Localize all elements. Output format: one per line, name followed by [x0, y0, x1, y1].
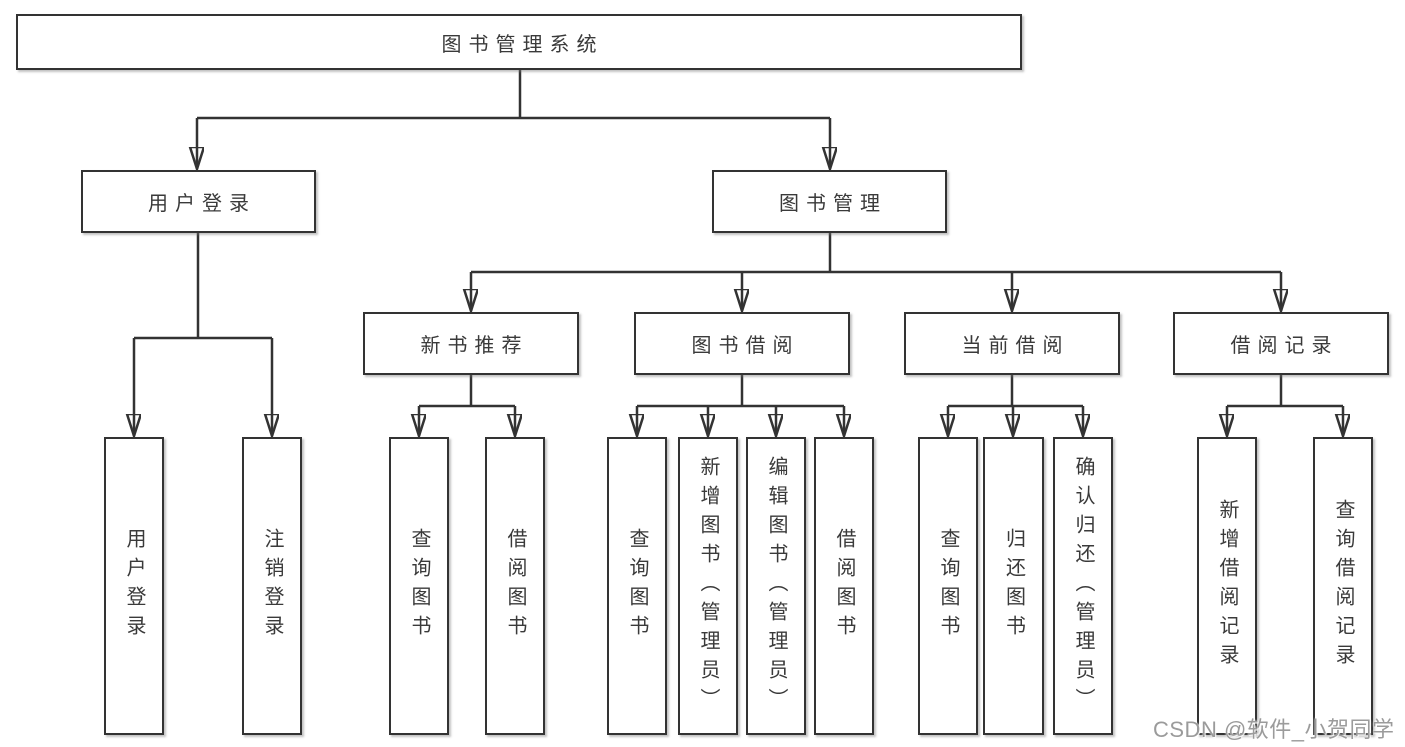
node-user-login: 用户登录: [81, 170, 316, 233]
leaf-query-books-current: 查询图书: [918, 437, 978, 735]
leaf-add-book-admin: 新增图书（管理员）: [678, 437, 738, 735]
leaf-user-login: 用户登录: [104, 437, 164, 735]
node-label: 查询借阅记录: [1332, 499, 1354, 673]
csdn-watermark: CSDN @软件_小贺同学: [1153, 717, 1395, 742]
node-label: 图书管理: [779, 193, 887, 215]
node-label: 查询图书: [937, 528, 959, 644]
node-label: 新增图书（管理员）: [697, 455, 719, 717]
node-label: 用户登录: [123, 528, 145, 644]
connector-new-book-recommend-to-children: [419, 374, 515, 436]
node-label: 借阅记录: [1230, 335, 1339, 357]
leaf-query-books-borrowing: 查询图书: [607, 437, 667, 735]
leaf-confirm-return-admin: 确认归还（管理员）: [1053, 437, 1113, 735]
connector-book-borrowing-to-children: [637, 374, 844, 436]
connector-user-login-to-children: [134, 232, 272, 436]
node-label: 用户登录: [148, 193, 256, 215]
node-book-borrowing: 图书借阅: [634, 312, 850, 375]
leaf-query-books-recommend: 查询图书: [389, 437, 449, 735]
node-label: 新增借阅记录: [1216, 499, 1238, 673]
node-label: 确认归还（管理员）: [1072, 455, 1094, 717]
leaf-logout: 注销登录: [242, 437, 302, 735]
node-label: 归还图书: [1002, 528, 1025, 644]
leaf-return-books: 归还图书: [983, 437, 1044, 735]
node-new-book-recommend: 新书推荐: [363, 312, 579, 375]
node-current-borrowing: 当前借阅: [904, 312, 1120, 375]
connector-root-to-level2: [197, 70, 830, 169]
node-library-system-root: 图书管理系统: [16, 14, 1022, 70]
node-label: 查询图书: [626, 528, 648, 644]
connector-book-management-to-level3: [471, 232, 1281, 311]
connector-current-borrowing-to-children: [948, 374, 1083, 436]
node-label: 新书推荐: [420, 335, 529, 357]
node-book-management: 图书管理: [712, 170, 947, 233]
connector-borrowing-records-to-children: [1227, 374, 1343, 436]
node-label: 当前借阅: [961, 335, 1070, 357]
node-label: 借阅图书: [833, 528, 855, 644]
node-borrowing-records: 借阅记录: [1173, 312, 1389, 375]
node-label: 编辑图书（管理员）: [765, 455, 787, 717]
leaf-edit-book-admin: 编辑图书（管理员）: [746, 437, 806, 735]
node-label: 图书管理系统: [441, 33, 604, 56]
leaf-borrow-books-recommend: 借阅图书: [485, 437, 545, 735]
node-label: 图书借阅: [691, 335, 800, 357]
node-label: 借阅图书: [504, 528, 526, 644]
leaf-borrow-books-borrowing: 借阅图书: [814, 437, 874, 735]
leaf-add-borrow-record: 新增借阅记录: [1197, 437, 1257, 735]
node-label: 注销登录: [261, 528, 283, 644]
leaf-query-borrow-record: 查询借阅记录: [1313, 437, 1373, 735]
node-label: 查询图书: [408, 528, 430, 644]
